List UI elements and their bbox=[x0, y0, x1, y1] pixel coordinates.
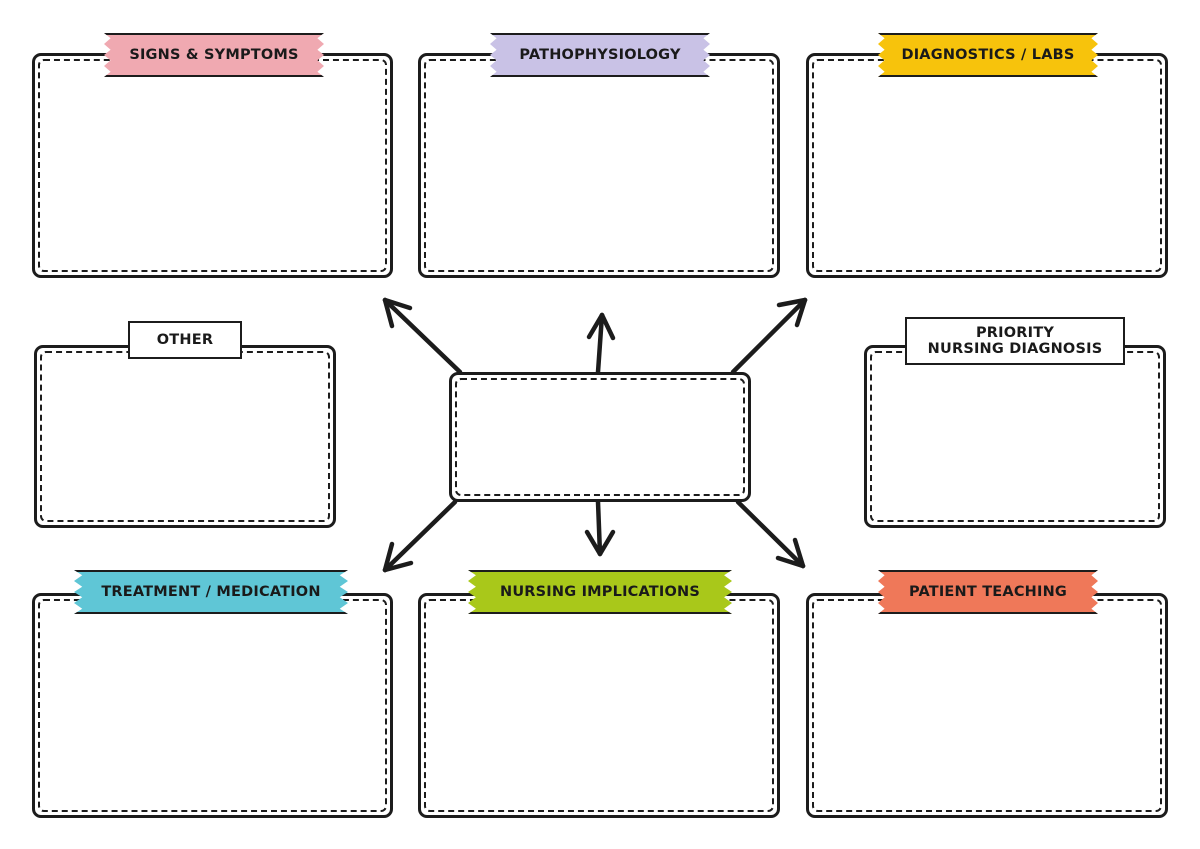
central-topic-box[interactable] bbox=[449, 372, 751, 502]
pathophysiology-box[interactable] bbox=[418, 53, 780, 278]
treatment-medication-label: TREATMENT / MEDICATION bbox=[74, 570, 348, 614]
patient-teaching-box[interactable] bbox=[806, 593, 1168, 818]
arrow-up-right bbox=[730, 297, 808, 375]
arrow-up-left bbox=[382, 297, 463, 375]
diagnostics-labs-box[interactable] bbox=[806, 53, 1168, 278]
priority-label-line-1: PRIORITY bbox=[975, 324, 1055, 341]
other-box[interactable] bbox=[34, 345, 336, 528]
priority-nursing-diagnosis-box[interactable] bbox=[864, 345, 1166, 528]
signs-symptoms-box[interactable] bbox=[32, 53, 393, 278]
arrow-up bbox=[586, 312, 616, 375]
priority-label-line-2: NURSING DIAGNOSIS bbox=[927, 341, 1103, 357]
nursing-implications-box[interactable] bbox=[418, 593, 780, 818]
nursing-implications-label: NURSING IMPLICATIONS bbox=[468, 570, 732, 614]
arrow-down bbox=[584, 499, 616, 557]
signs-symptoms-label: SIGNS & SYMPTOMS bbox=[104, 33, 324, 77]
other-label: OTHER bbox=[128, 321, 242, 359]
priority-nursing-diagnosis-label: PRIORITY NURSING DIAGNOSIS bbox=[905, 317, 1125, 365]
treatment-medication-box[interactable] bbox=[32, 593, 393, 818]
pathophysiology-label: PATHOPHYSIOLOGY bbox=[490, 33, 710, 77]
patient-teaching-label: PATIENT TEACHING bbox=[878, 570, 1098, 614]
arrow-down-left bbox=[382, 499, 458, 573]
diagnostics-labs-label: DIAGNOSTICS / LABS bbox=[878, 33, 1098, 77]
arrow-down-right bbox=[735, 499, 806, 569]
